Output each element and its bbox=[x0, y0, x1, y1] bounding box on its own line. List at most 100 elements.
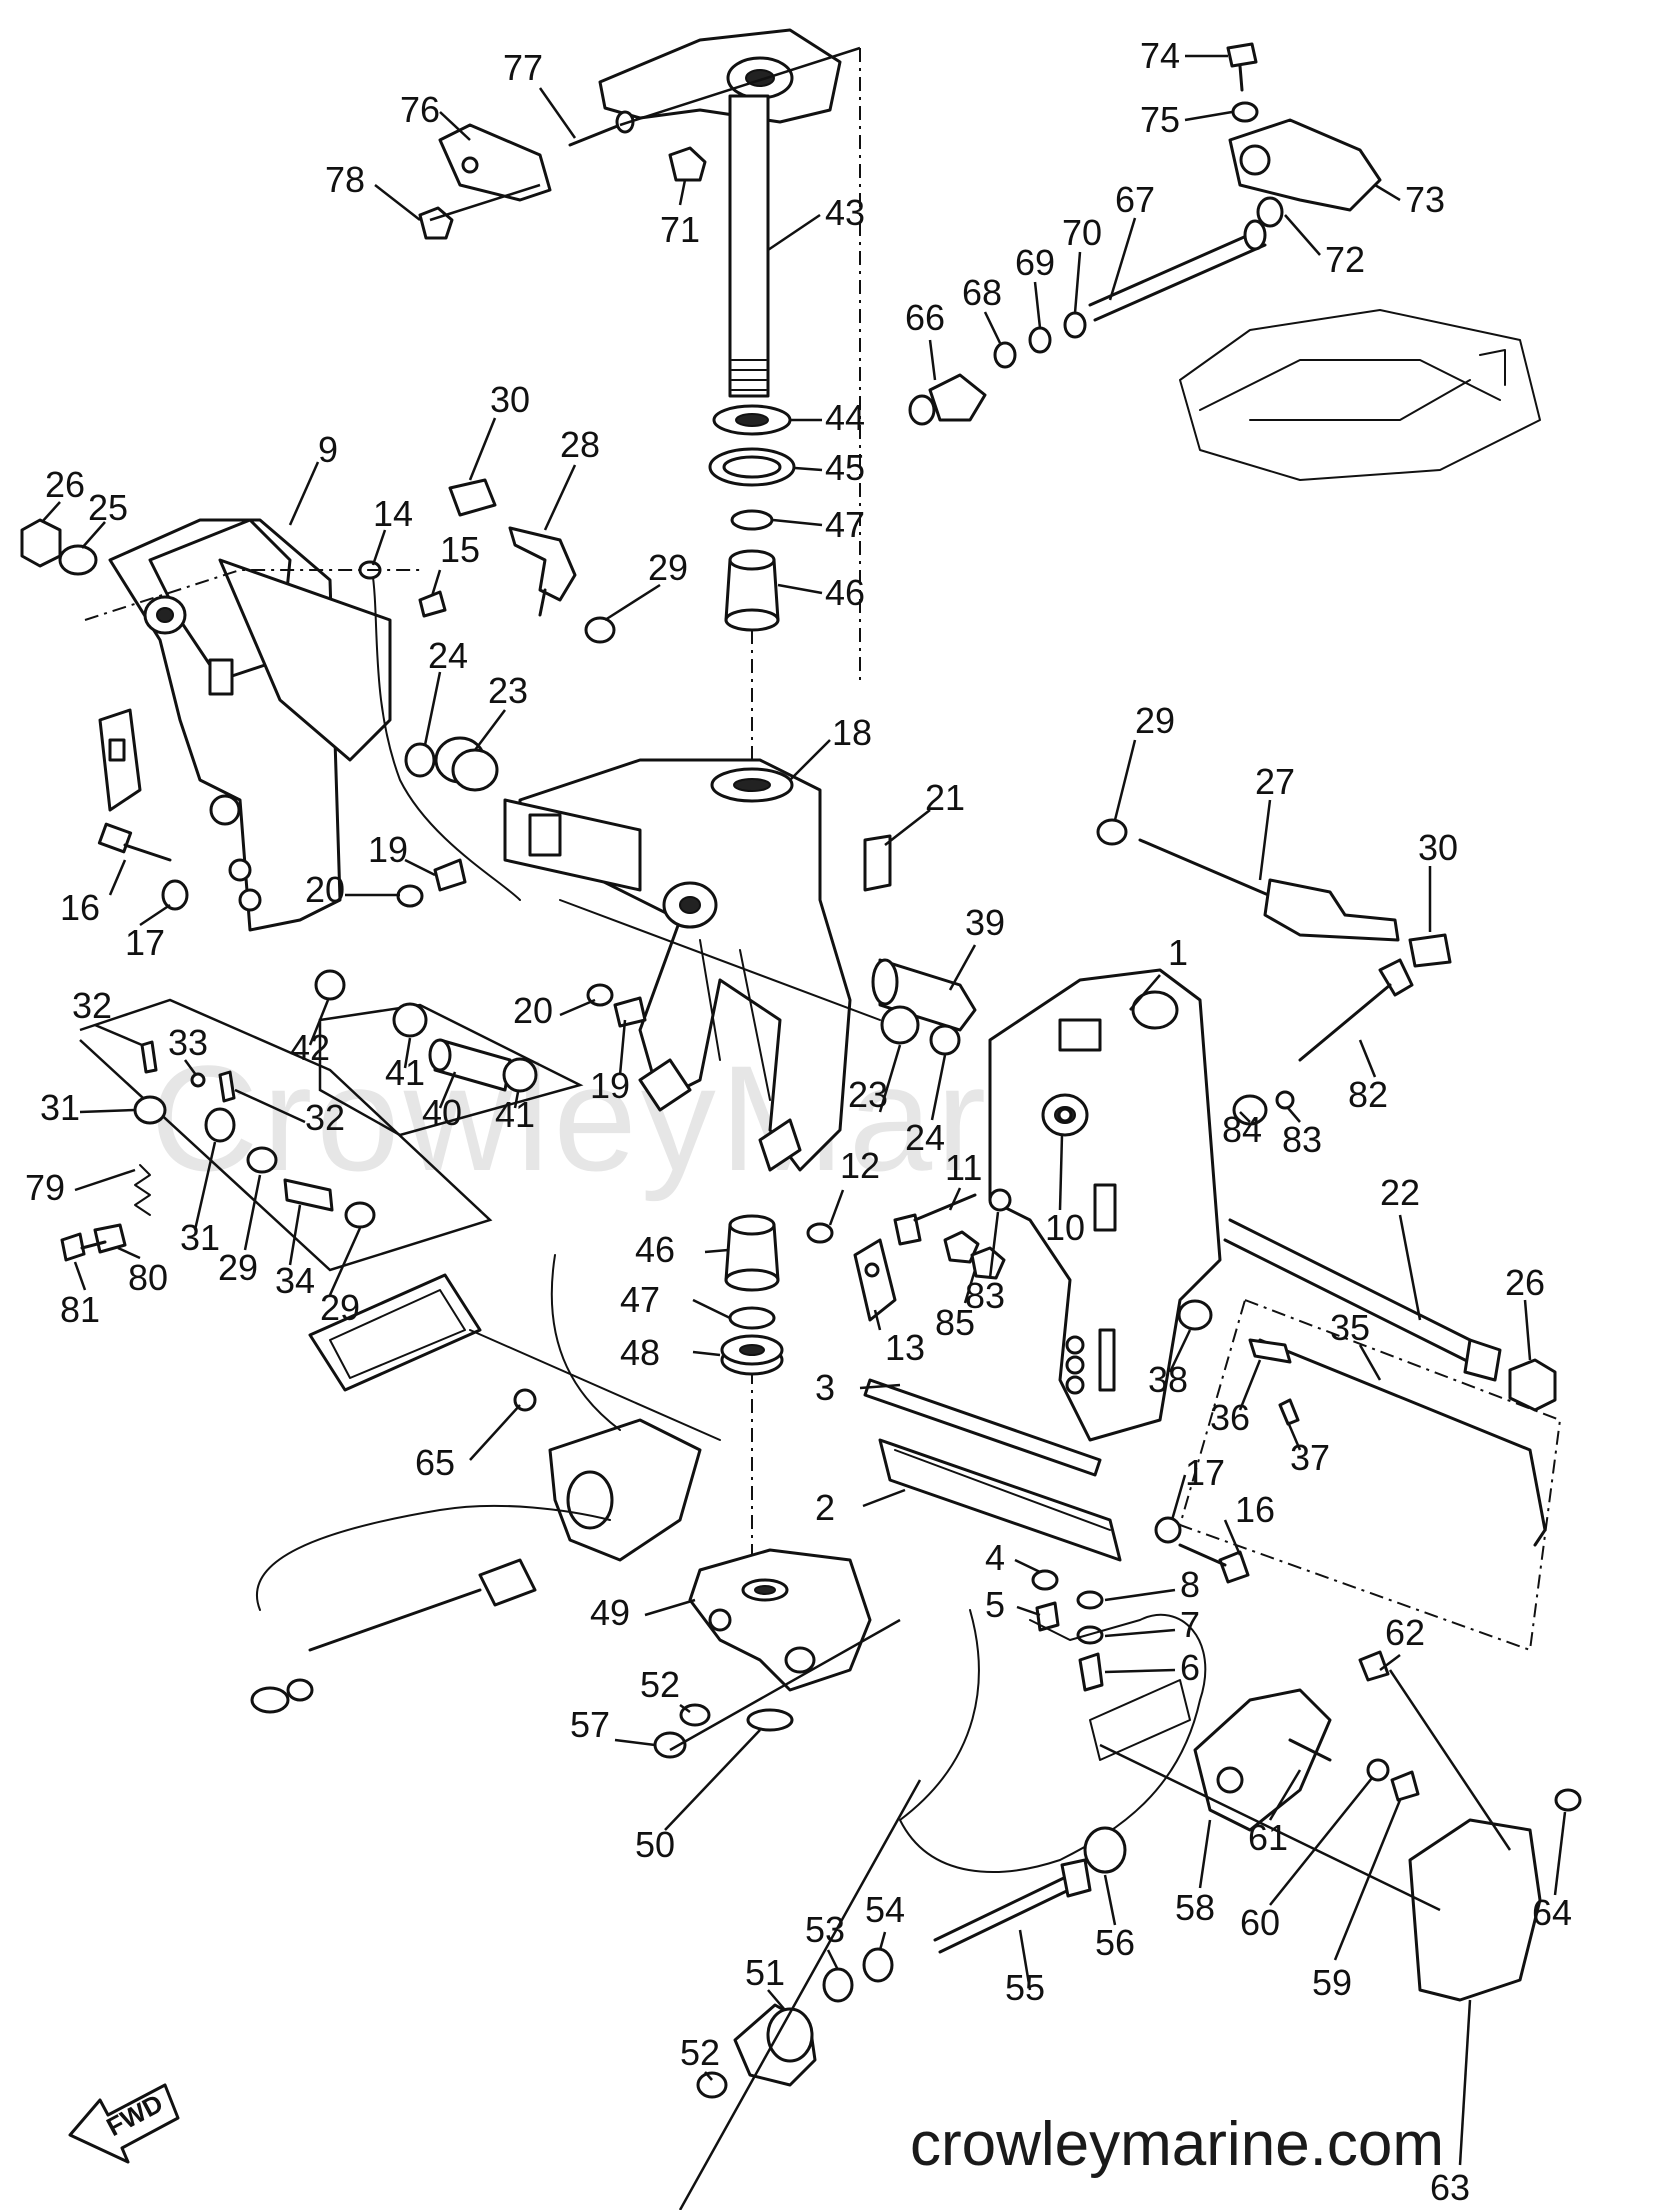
washer-17-right bbox=[1154, 1516, 1182, 1544]
collar-31-left bbox=[133, 1095, 167, 1125]
bolt-11 bbox=[893, 1193, 977, 1246]
clamp-73 bbox=[1228, 118, 1382, 212]
callout-14: 14 bbox=[373, 493, 413, 534]
callout-29d: 29 bbox=[320, 1287, 360, 1328]
washer-83-center bbox=[988, 1188, 1012, 1212]
callout-47a: 47 bbox=[825, 504, 865, 545]
fwd-arrow-icon: FWD bbox=[68, 2083, 180, 2164]
bolt-59 bbox=[1390, 1770, 1420, 1802]
callout-27: 27 bbox=[1255, 761, 1295, 802]
callout-44: 44 bbox=[825, 397, 865, 438]
bolt-5 bbox=[1035, 1601, 1060, 1632]
callout-22: 22 bbox=[1380, 1172, 1420, 1213]
lower-mount-bracket-49 bbox=[688, 1548, 872, 1692]
bracket-36 bbox=[1248, 1338, 1292, 1364]
callout-19a: 19 bbox=[368, 829, 408, 870]
callout-31a: 31 bbox=[40, 1087, 80, 1128]
callout-83b: 83 bbox=[1282, 1119, 1322, 1160]
callout-26a: 26 bbox=[45, 464, 85, 505]
callout-1: 1 bbox=[1168, 932, 1188, 973]
callout-41b: 41 bbox=[495, 1094, 535, 1135]
washer-56 bbox=[1083, 1826, 1127, 1874]
callout-66: 66 bbox=[905, 297, 945, 338]
callout-49: 49 bbox=[590, 1592, 630, 1633]
bracket-76 bbox=[438, 123, 552, 202]
callout-82: 82 bbox=[1348, 1074, 1388, 1115]
washer-60 bbox=[1366, 1758, 1390, 1782]
callout-52b: 52 bbox=[680, 2032, 720, 2073]
callout-46b: 46 bbox=[635, 1229, 675, 1270]
callout-72: 72 bbox=[1325, 239, 1365, 280]
trim-lever-28 bbox=[508, 526, 577, 617]
seal-45 bbox=[708, 447, 796, 487]
callout-70: 70 bbox=[1062, 212, 1102, 253]
nut-29-upper bbox=[584, 616, 616, 644]
callout-20a: 20 bbox=[305, 869, 345, 910]
bolt-55 bbox=[933, 1858, 1092, 1954]
plate-3 bbox=[863, 1378, 1102, 1477]
bolt-61 bbox=[1288, 1738, 1332, 1762]
callout-45: 45 bbox=[825, 447, 865, 488]
callout-78: 78 bbox=[325, 159, 365, 200]
nut-26-left bbox=[20, 518, 62, 568]
nut-78 bbox=[418, 206, 454, 240]
washer-25 bbox=[58, 544, 98, 576]
callout-68: 68 bbox=[962, 272, 1002, 313]
callout-29b: 29 bbox=[1135, 700, 1175, 741]
cable-assembly bbox=[250, 1504, 611, 1714]
callout-23a: 23 bbox=[488, 670, 528, 711]
callout-80: 80 bbox=[128, 1257, 168, 1298]
callout-53: 53 bbox=[805, 1909, 845, 1950]
pin-32-right bbox=[218, 1070, 236, 1103]
mount-51 bbox=[733, 2003, 817, 2087]
callout-labels: 1 2 3 4 5 6 7 8 9 10 11 12 13 14 15 16 1… bbox=[25, 35, 1572, 2208]
callout-74: 74 bbox=[1140, 35, 1180, 76]
site-footer: crowleymarine.com bbox=[910, 2110, 1444, 2179]
callout-32b: 32 bbox=[305, 1097, 345, 1138]
washer-48 bbox=[720, 1334, 784, 1376]
lower-unit-outline bbox=[899, 1609, 1207, 1873]
callout-81: 81 bbox=[60, 1289, 100, 1330]
bracket-58 bbox=[1193, 1688, 1332, 1832]
callout-20b: 20 bbox=[513, 990, 553, 1031]
pin-37 bbox=[1278, 1398, 1300, 1426]
callout-10: 10 bbox=[1045, 1207, 1085, 1248]
label-plate-21 bbox=[863, 834, 892, 892]
nut-29-lower bbox=[344, 1201, 376, 1229]
link-34 bbox=[283, 1178, 334, 1212]
callout-25: 25 bbox=[88, 487, 128, 528]
trim-rod-35 bbox=[1258, 1338, 1547, 1547]
plug-20 bbox=[396, 884, 424, 908]
washer-24-right bbox=[929, 1024, 961, 1056]
callout-65: 65 bbox=[415, 1442, 455, 1483]
bushing-41-right bbox=[502, 1057, 538, 1093]
steering-arm-43 bbox=[598, 28, 842, 398]
washer-4 bbox=[1031, 1569, 1059, 1591]
bushing-46-upper bbox=[724, 549, 780, 632]
bolt-6 bbox=[1078, 1652, 1104, 1692]
callout-8: 8 bbox=[1180, 1564, 1200, 1605]
callout-17a: 17 bbox=[125, 922, 165, 963]
washer-69 bbox=[1028, 326, 1052, 354]
bracket-2 bbox=[878, 1438, 1122, 1562]
washer-8 bbox=[1076, 1590, 1104, 1610]
callout-39: 39 bbox=[965, 902, 1005, 943]
washer-70 bbox=[1063, 311, 1087, 339]
tilt-tube-22 bbox=[1223, 1218, 1502, 1382]
washer-50 bbox=[746, 1708, 794, 1732]
callout-30b: 30 bbox=[1418, 827, 1458, 868]
callout-16a: 16 bbox=[60, 887, 100, 928]
o-ring-47-lower bbox=[728, 1306, 776, 1330]
callout-41a: 41 bbox=[385, 1052, 425, 1093]
callout-17b: 17 bbox=[1185, 1452, 1225, 1493]
callout-42: 42 bbox=[290, 1027, 330, 1068]
callout-32a: 32 bbox=[72, 985, 112, 1026]
callout-77: 77 bbox=[503, 47, 543, 88]
washer-83-right bbox=[1275, 1090, 1295, 1110]
bushing-46-lower bbox=[724, 1214, 780, 1292]
callout-60: 60 bbox=[1240, 1902, 1280, 1943]
callout-16b: 16 bbox=[1235, 1489, 1275, 1530]
callout-19b: 19 bbox=[590, 1065, 630, 1106]
lower-cowling-outline bbox=[1179, 309, 1541, 481]
